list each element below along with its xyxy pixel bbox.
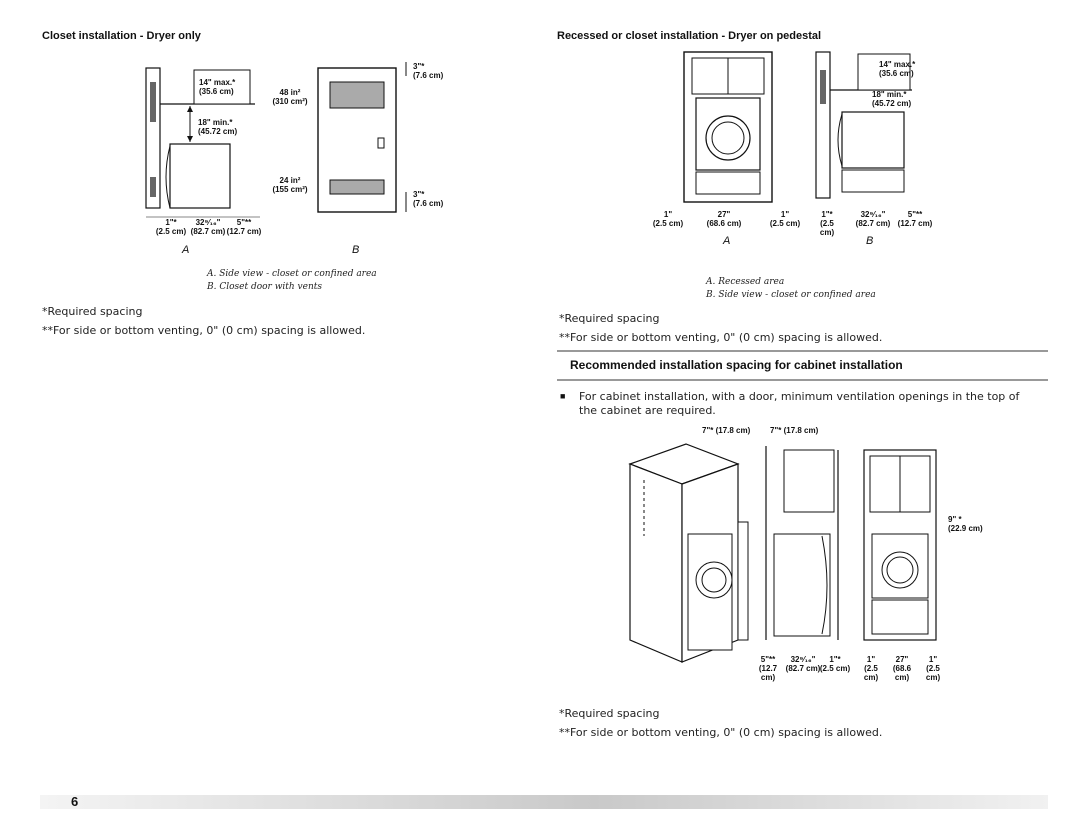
pedestal-side-view-diagram [815, 51, 912, 199]
closet-b-bottom-gap: 3"* [413, 190, 425, 199]
page-number: 6 [71, 794, 79, 809]
closet-a-bottom-mid: 32⁹⁄₁₆" [195, 218, 221, 227]
pedestal-bottom-mid: 32⁹⁄₁₆" [860, 210, 886, 219]
pedestal-bottom-left: 1"* [821, 210, 833, 219]
pedestal-mid-min: 18" min.* [872, 90, 907, 99]
recessed-area-diagram [683, 51, 773, 203]
pedestal-mid-min-cm: (45.72 cm) [872, 99, 912, 108]
footer-bar [40, 795, 1048, 809]
section-title: Recommended installation spacing for cab… [570, 358, 903, 372]
recessed-width-cm: (68.6 cm) [706, 219, 742, 228]
right-note-venting: **For side or bottom venting, 0" (0 cm) … [559, 331, 883, 344]
closet-b-top-gap-cm: (7.6 cm) [413, 71, 444, 80]
closet-caption-a: A. Side view - closet or confined area [207, 269, 377, 279]
cabinet-top-gap2: 7"* (17.8 cm) [770, 426, 819, 435]
closet-letter-a: A [182, 244, 190, 256]
closet-a-bottom-left: 1"* [165, 218, 177, 227]
cabinet-installation-diagram [628, 443, 937, 663]
closet-b-top-vent-area-cm: (310 cm²) [272, 97, 308, 106]
recessed-width: 27" [717, 210, 731, 219]
pedestal-caption-a: A. Recessed area [706, 277, 785, 287]
pedestal-caption-b: B. Side view - closet or confined area [706, 290, 876, 300]
pedestal-bottom-mid-cm: (82.7 cm) [855, 219, 891, 228]
recessed-left-gap-cm: (2.5 cm) [652, 219, 684, 228]
closet-b-bottom-vent-area-cm: (155 cm²) [272, 185, 308, 194]
closet-a-bottom-mid-cm: (82.7 cm) [190, 227, 226, 236]
closet-letter-b: B [352, 244, 360, 256]
closet-a-mid-min-cm: (45.72 cm) [198, 127, 238, 136]
cabinet-side-bottom-1-cm: (12.7 cm) [758, 664, 778, 682]
cabinet-side-bottom-2: 32⁹⁄₁₆" [790, 655, 816, 664]
cabinet-front-bottom-1-cm: (2.5 cm) [863, 664, 879, 682]
closet-b-bottom-gap-cm: (7.6 cm) [413, 199, 444, 208]
section-title-bar: Recommended installation spacing for cab… [557, 350, 1048, 381]
pedestal-bottom-right: 5"** [907, 210, 923, 219]
left-note-required: *Required spacing [42, 305, 143, 318]
closet-caption-b: B. Closet door with vents [207, 282, 323, 292]
closet-a-top-max: 14" max.* [199, 78, 236, 87]
cabinet-side-bottom-3-cm: (2.5 cm) [819, 664, 851, 673]
recessed-right-gap-cm: (2.5 cm) [769, 219, 801, 228]
pedestal-top-max-cm: (35.6 cm) [879, 69, 914, 78]
right-note-required-2: *Required spacing [559, 707, 660, 720]
pedestal-letter-b: B [866, 235, 874, 247]
right-note-venting-2: **For side or bottom venting, 0" (0 cm) … [559, 726, 883, 739]
pedestal-heading: Recessed or closet installation - Dryer … [557, 30, 822, 42]
left-note-venting: **For side or bottom venting, 0" (0 cm) … [42, 324, 366, 337]
cabinet-side-gap-cm: (22.9 cm) [948, 524, 983, 533]
cabinet-front-bottom-3: 1" [928, 655, 938, 664]
closet-side-view-diagram [145, 67, 260, 218]
cabinet-side-gap: 9" * [948, 515, 962, 524]
right-note-required: *Required spacing [559, 312, 660, 325]
pedestal-bottom-right-cm: (12.7 cm) [897, 219, 933, 228]
pedestal-bottom-left-cm: (2.5 cm) [819, 219, 835, 237]
closet-b-top-vent-area: 48 in² [279, 88, 301, 97]
closet-a-mid-min: 18" min.* [198, 118, 233, 127]
closet-a-top-max-cm: (35.6 cm) [199, 87, 234, 96]
bullet-text: For cabinet installation, with a door, m… [579, 390, 1020, 417]
closet-heading: Closet installation - Dryer only [42, 30, 201, 42]
cabinet-side-bottom-3: 1"* [829, 655, 841, 664]
cabinet-front-bottom-2-cm: (68.6 cm) [892, 664, 912, 682]
bullet-square-icon: ■ [560, 391, 566, 401]
closet-a-bottom-right-cm: (12.7 cm) [226, 227, 262, 236]
closet-b-bottom-vent-area: 24 in² [279, 176, 301, 185]
pedestal-letter-a: A [723, 235, 731, 247]
cabinet-top-gap1: 7"* (17.8 cm) [702, 426, 751, 435]
cabinet-side-bottom-2-cm: (82.7 cm) [785, 664, 821, 673]
cabinet-side-bottom-1: 5"** [760, 655, 776, 664]
closet-b-top-gap: 3"* [413, 62, 425, 71]
cabinet-front-bottom-2: 27" [895, 655, 909, 664]
recessed-right-gap: 1" [780, 210, 790, 219]
closet-door-vents-diagram [317, 62, 407, 213]
cabinet-front-bottom-1: 1" [866, 655, 876, 664]
cabinet-front-bottom-3-cm: (2.5 cm) [925, 664, 941, 682]
bullet-item: ■ For cabinet installation, with a door,… [560, 390, 1040, 418]
recessed-left-gap: 1" [663, 210, 673, 219]
closet-a-bottom-right: 5"** [236, 218, 252, 227]
closet-a-bottom-left-cm: (2.5 cm) [155, 227, 187, 236]
pedestal-top-max: 14" max.* [879, 60, 916, 69]
